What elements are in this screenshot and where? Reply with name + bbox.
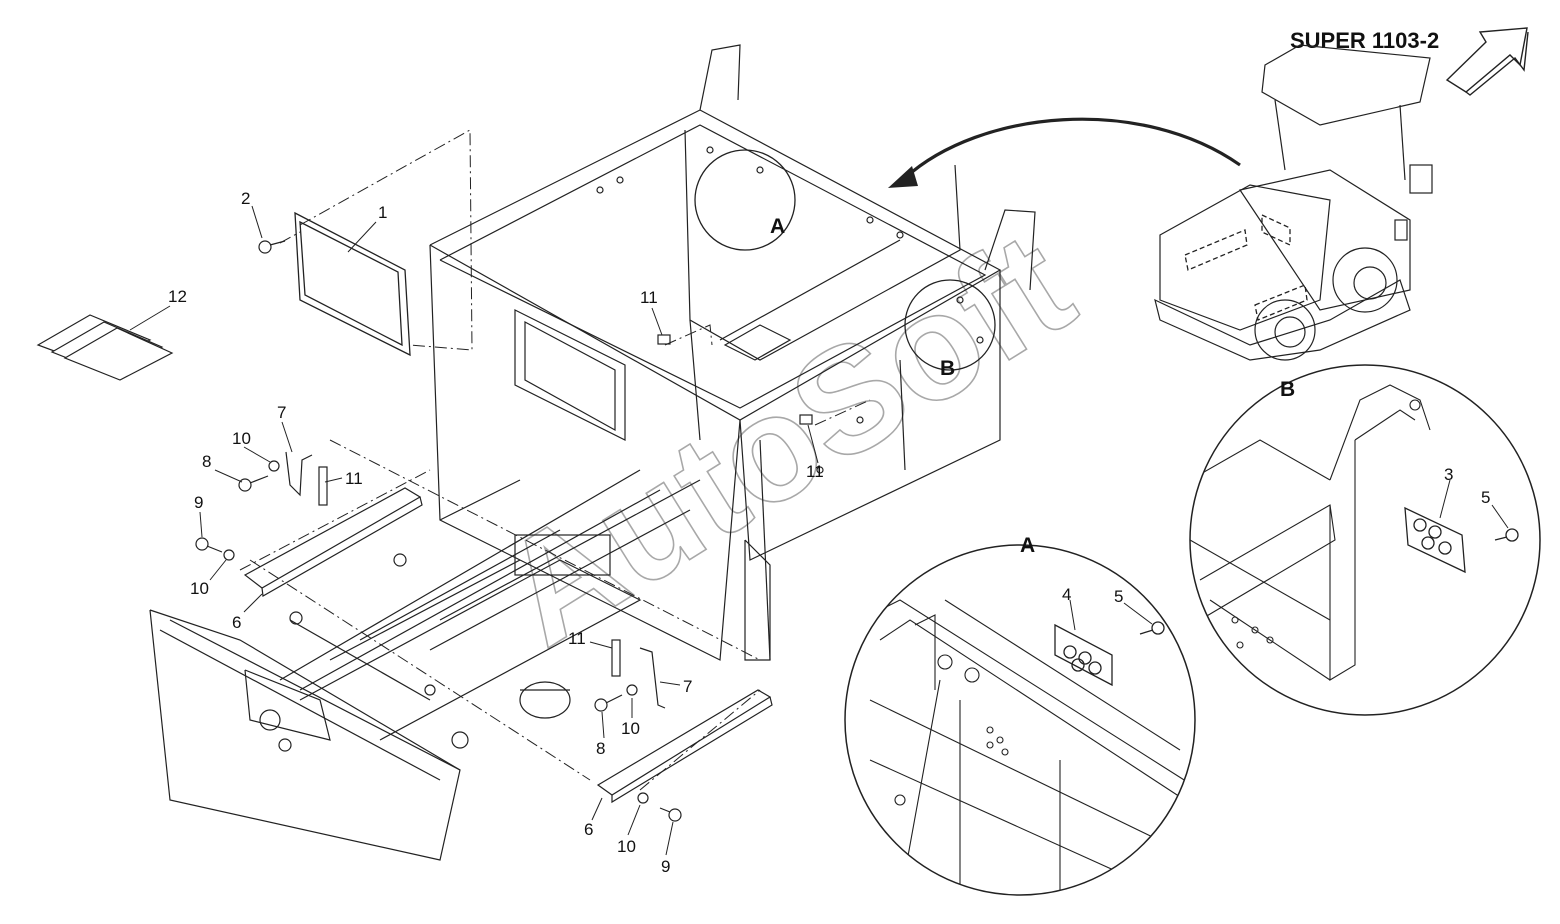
callout-2: 2 bbox=[241, 189, 250, 208]
part-rail-left bbox=[243, 487, 423, 597]
part-fasteners bbox=[195, 460, 682, 822]
detail-a bbox=[844, 544, 1196, 896]
detail-a-plate bbox=[1054, 621, 1165, 687]
callout-9-right: 9 bbox=[661, 857, 670, 876]
lower-chassis bbox=[149, 469, 701, 861]
callout-12: 12 bbox=[168, 287, 187, 306]
callout-1: 1 bbox=[378, 203, 387, 222]
callout-11-left: 11 bbox=[345, 469, 363, 488]
detail-marker-a-label: A bbox=[770, 215, 785, 238]
callout-11-bottom: 11 bbox=[568, 629, 586, 648]
part-sheets-12 bbox=[36, 314, 174, 381]
detail-b-title: B bbox=[1280, 378, 1295, 401]
callout-6-right: 6 bbox=[584, 820, 593, 839]
callout-3: 3 bbox=[1444, 465, 1453, 484]
direction-arrow bbox=[1445, 27, 1529, 96]
detail-markers bbox=[694, 149, 996, 371]
callout-5-detail-a: 5 bbox=[1114, 587, 1123, 606]
part-rail-right bbox=[596, 689, 773, 804]
callout-10-left-bottom: 10 bbox=[190, 579, 209, 598]
callout-9-left: 9 bbox=[194, 493, 203, 512]
model-label: SUPER 1103-2 bbox=[1290, 28, 1439, 53]
detail-a-title: A bbox=[1020, 534, 1035, 557]
callout-10-mid: 10 bbox=[621, 719, 640, 738]
part-shims-11 bbox=[318, 334, 813, 677]
paver-thumbnail bbox=[1154, 44, 1433, 361]
callout-6-left: 6 bbox=[232, 613, 241, 632]
callout-11-right: 11 bbox=[806, 462, 824, 481]
callout-10-bottom: 10 bbox=[617, 837, 636, 856]
callout-8-right: 8 bbox=[596, 739, 605, 758]
detail-b bbox=[1189, 364, 1541, 716]
part-bracket-7 bbox=[285, 451, 666, 709]
part-bolt-2 bbox=[258, 240, 286, 254]
callout-7-right: 7 bbox=[683, 677, 692, 696]
location-arrow bbox=[888, 117, 1241, 188]
main-frame bbox=[429, 44, 1036, 661]
callout-8-left: 8 bbox=[202, 452, 211, 471]
callout-numbers: 1 2 12 7 10 8 11 9 10 6 11 11 11 7 10 8 … bbox=[168, 189, 1490, 876]
callout-5-detail-b: 5 bbox=[1481, 488, 1490, 507]
detail-marker-b-label: B bbox=[940, 357, 955, 380]
callout-10-left-top: 10 bbox=[232, 429, 251, 448]
leader-lines bbox=[129, 205, 1509, 856]
callout-7-left: 7 bbox=[277, 403, 286, 422]
callout-4: 4 bbox=[1062, 585, 1071, 604]
detail-b-plate bbox=[1404, 506, 1519, 574]
part-cover-plate bbox=[294, 211, 411, 357]
callout-11-top: 11 bbox=[640, 288, 658, 307]
paver-marked-areas bbox=[1184, 213, 1308, 321]
